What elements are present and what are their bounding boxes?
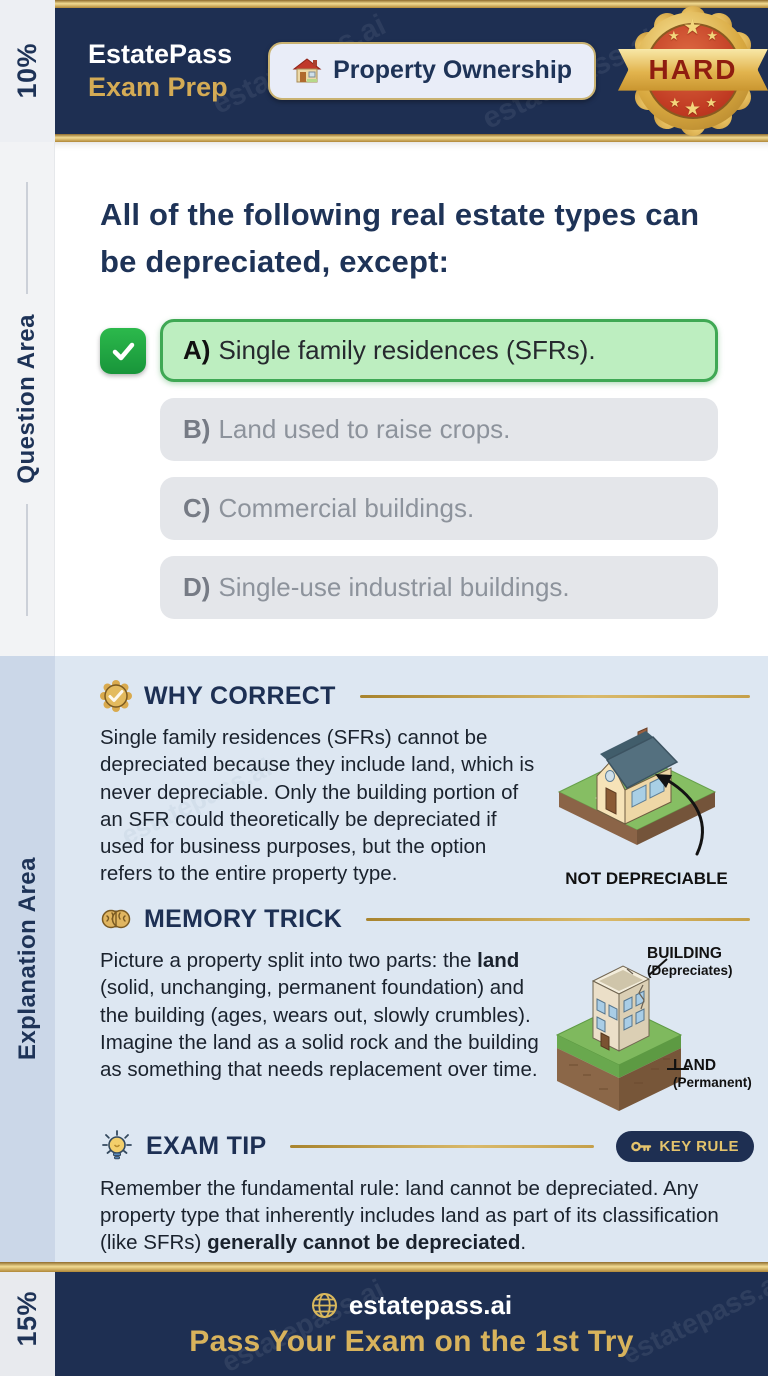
option-row-c: C)Commercial buildings. xyxy=(100,477,718,540)
correct-check-icon xyxy=(100,327,146,374)
category-pill[interactable]: Property Ownership xyxy=(268,41,597,100)
gold-divider-line xyxy=(366,917,750,921)
gold-divider-line xyxy=(359,694,750,698)
answer-option-d[interactable]: D)Single-use industrial buildings. xyxy=(160,556,718,619)
why-correct-body: Single family residences (SFRs) cannot b… xyxy=(100,726,535,886)
gold-strip-footer xyxy=(0,1262,768,1272)
option-row-d: D)Single-use industrial buildings. xyxy=(100,556,718,619)
difficulty-badge: ★ ★ ★ ★ ★ ★ HARD xyxy=(618,5,768,136)
memory-trick-title: MEMORY TRICK xyxy=(144,904,343,933)
bottom-percent-label: 15% xyxy=(12,1291,42,1347)
site-url: estatepass.ai xyxy=(348,1289,513,1320)
brand-logo: EstatePass Exam Prep xyxy=(88,38,232,103)
memory-trick-header: MEMORY TRICK xyxy=(100,903,754,935)
land-building-illustration: BUILDING (Depreciates) LAND (Permanent) xyxy=(539,943,754,1115)
divider xyxy=(26,182,28,295)
difficulty-label: HARD xyxy=(648,53,738,85)
globe-icon xyxy=(311,1292,338,1319)
option-text: Single family residences (SFRs). xyxy=(218,335,596,365)
house-icon xyxy=(292,56,322,86)
option-letter: B) xyxy=(183,414,211,444)
watermark-text: estatepass.ai xyxy=(616,1265,768,1371)
option-text: Single-use industrial buildings. xyxy=(218,572,570,602)
answer-option-b[interactable]: B)Land used to raise crops. xyxy=(160,398,718,461)
seal-check-icon xyxy=(100,680,132,712)
exam-tip-title: EXAM TIP xyxy=(146,1131,267,1160)
footer: 15% estatepass.ai estatepass.ai estatepa… xyxy=(0,1262,768,1376)
house-illustration: NOT DEPRECIABLE xyxy=(539,712,754,889)
key-rule-label: KEY RULE xyxy=(659,1137,739,1155)
brand-name: EstatePass xyxy=(88,39,233,70)
key-rule-badge: KEY RULE xyxy=(616,1130,754,1162)
header: 10% estatepass.ai estatepass.ai EstatePa… xyxy=(0,0,768,142)
star-icon: ★ xyxy=(683,15,702,39)
star-icon: ★ xyxy=(705,94,717,110)
explanation-area: Explanation Area estatepass.ai xyxy=(0,656,768,1262)
star-icon: ★ xyxy=(669,94,681,110)
option-text: Land used to raise crops. xyxy=(218,414,511,444)
brand-subtitle: Exam Prep xyxy=(88,71,228,102)
option-letter: C) xyxy=(183,493,211,523)
key-icon xyxy=(631,1140,652,1153)
option-letter: A) xyxy=(183,335,211,365)
gold-strip-bottom xyxy=(55,133,768,142)
exam-tip-header: EXAM TIP KEY RULE xyxy=(100,1129,754,1163)
land-label: LAND (Permanent) xyxy=(673,1057,752,1091)
why-correct-title: WHY CORRECT xyxy=(144,681,336,710)
building-label: BUILDING (Depreciates) xyxy=(647,945,733,979)
option-letter: D) xyxy=(183,572,211,602)
badge-ribbon: HARD xyxy=(618,48,768,91)
gold-strip-top xyxy=(55,0,768,8)
star-icon: ★ xyxy=(668,27,680,43)
gold-divider-line xyxy=(290,1144,595,1148)
lightbulb-icon xyxy=(100,1129,134,1163)
star-icon: ★ xyxy=(684,98,702,120)
divider xyxy=(26,503,28,616)
answer-option-c[interactable]: C)Commercial buildings. xyxy=(160,477,718,540)
why-correct-header: WHY CORRECT xyxy=(100,680,754,712)
sidebar-bottom-percent: 15% xyxy=(0,1262,55,1376)
question-text: All of the following real estate types c… xyxy=(100,197,700,279)
question-area-label: Question Area xyxy=(13,314,40,484)
option-row-a: A)Single family residences (SFRs). xyxy=(100,319,718,382)
sidebar-top-percent: 10% xyxy=(0,0,55,142)
footer-tagline: Pass Your Exam on the 1st Try xyxy=(189,1324,634,1358)
question-area: Question Area All of the following real … xyxy=(0,142,768,656)
header-bar: estatepass.ai estatepass.ai EstatePass E… xyxy=(55,0,768,142)
answer-option-a[interactable]: A)Single family residences (SFRs). xyxy=(160,319,718,382)
option-row-b: B)Land used to raise crops. xyxy=(100,398,718,461)
option-text: Commercial buildings. xyxy=(218,493,475,523)
footer-bar: estatepass.ai estatepass.ai estatepass.a… xyxy=(55,1262,768,1376)
exam-tip-body: Remember the fundamental rule: land cann… xyxy=(100,1177,719,1255)
site-link[interactable]: estatepass.ai xyxy=(311,1290,512,1321)
brain-icon xyxy=(100,903,132,935)
star-icon: ★ xyxy=(706,27,718,43)
category-label: Property Ownership xyxy=(333,56,573,85)
sidebar-explanation: Explanation Area xyxy=(0,656,55,1262)
explanation-area-label: Explanation Area xyxy=(13,857,41,1061)
memory-trick-body: Picture a property split into two parts:… xyxy=(100,949,539,1081)
top-percent-label: 10% xyxy=(12,43,42,99)
sidebar-question: Question Area xyxy=(0,142,55,656)
house-caption: NOT DEPRECIABLE xyxy=(565,869,728,888)
